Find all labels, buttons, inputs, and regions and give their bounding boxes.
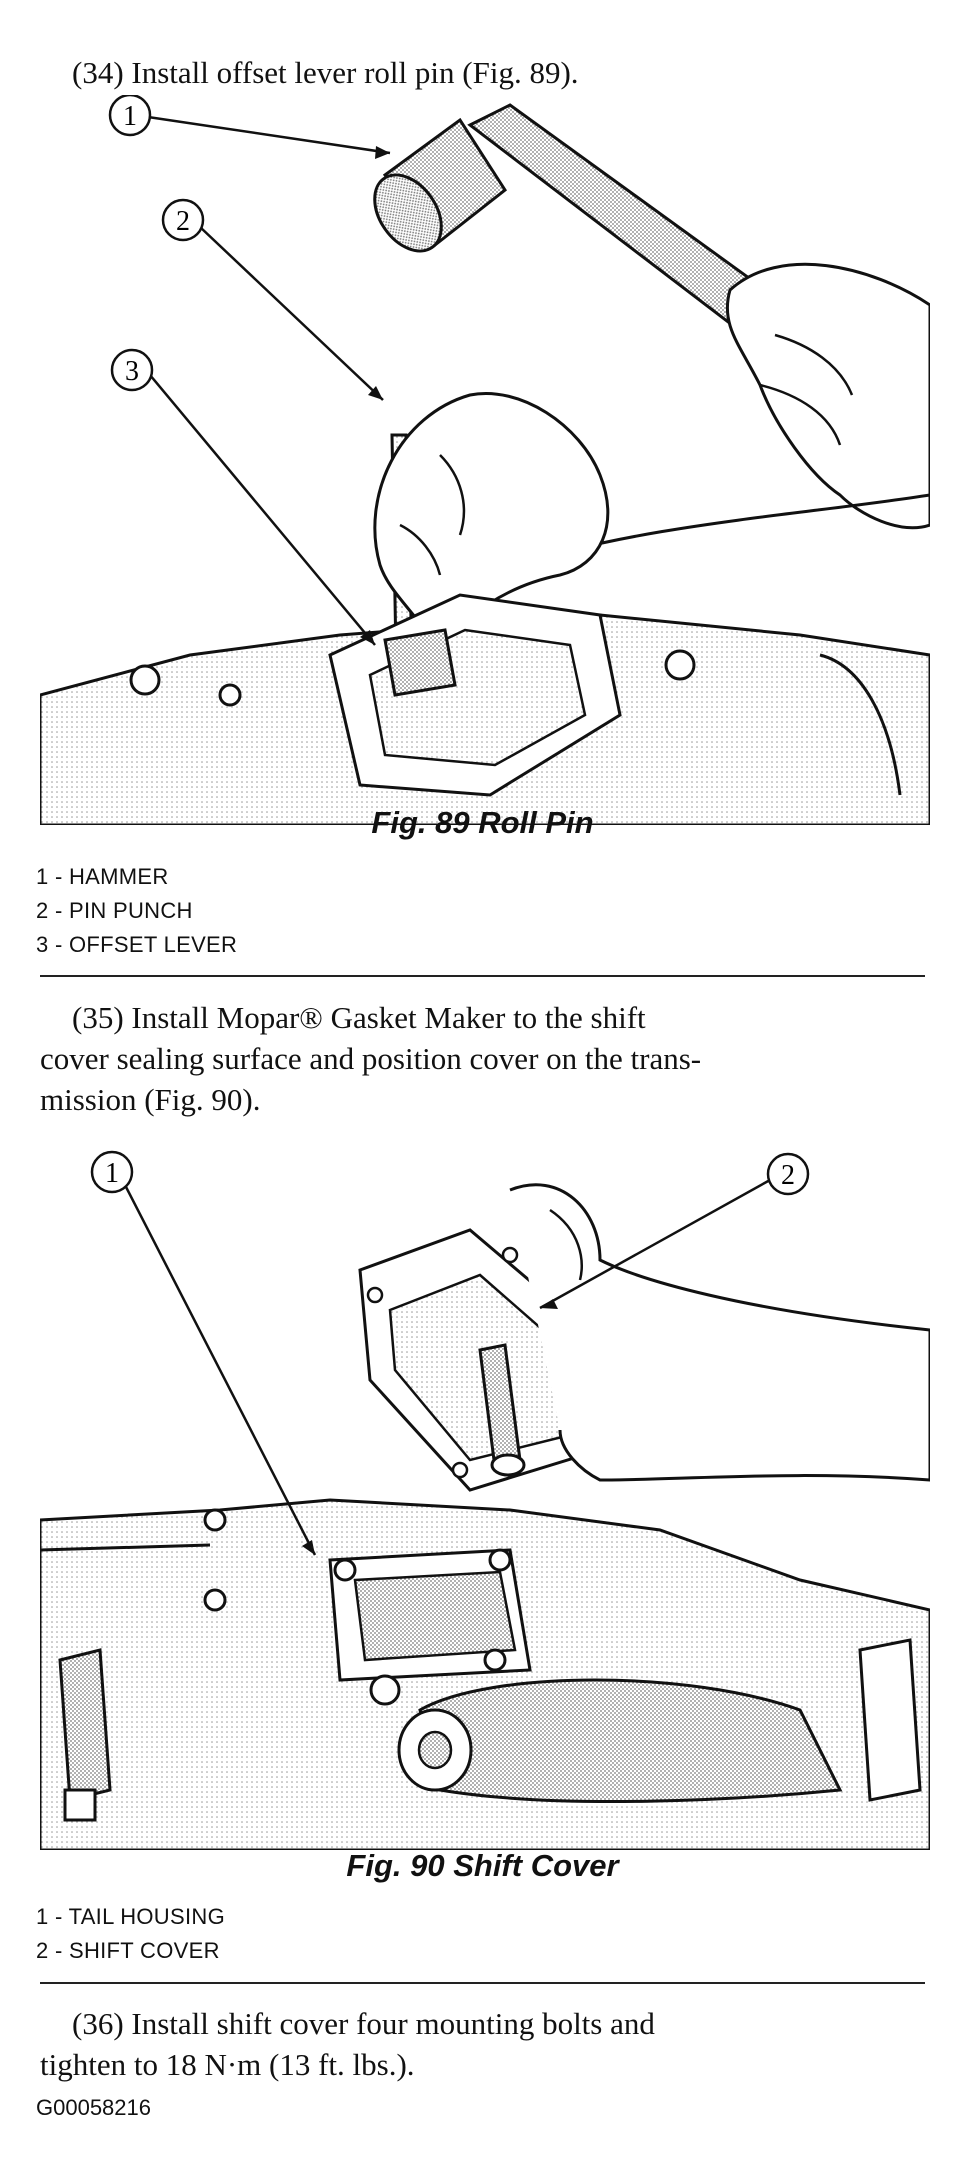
step-35-line-2: cover sealing surface and position cover…: [40, 1041, 702, 1076]
fig90-callout-1-number: 1: [105, 1158, 119, 1189]
legend-item-shift-cover: 2 - SHIFT COVER: [36, 1938, 220, 1963]
figure-89-legend: 1 - HAMMER 2 - PIN PUNCH 3 - OFFSET LEVE…: [36, 860, 237, 962]
callout-1-circle: [108, 95, 152, 137]
section-divider-2: [40, 1982, 925, 1984]
callout-3-circle: [110, 348, 154, 392]
step-36-line-2: tighten to 18 N·m (13 ft. lbs.).: [40, 2047, 415, 2082]
figure-89-caption: Fig. 89 Roll Pin: [371, 805, 594, 840]
document-id: G00058216: [36, 2095, 151, 2120]
fig90-callout-1-circle: [90, 1150, 134, 1194]
step-35-line-1: (35) Install Mopar® Gasket Maker to the …: [72, 1000, 646, 1035]
step-34-text: (34) Install offset lever roll pin (Fig.…: [72, 55, 579, 90]
legend-item-hammer: 1 - HAMMER: [36, 864, 169, 889]
fig90-callout-2-number: 2: [781, 1160, 795, 1191]
step-35-line-3: mission (Fig. 90).: [40, 1082, 261, 1117]
step-36-line-1: (36) Install shift cover four mounting b…: [72, 2006, 655, 2041]
callout-3-number: 3: [125, 356, 139, 387]
legend-item-pin-punch: 2 - PIN PUNCH: [36, 898, 193, 923]
figure-89-illustration: 1 2 3: [40, 95, 930, 825]
callout-2-circle: [161, 198, 205, 242]
step-35-text: (35) Install Mopar® Gasket Maker to the …: [40, 997, 930, 1120]
section-divider: [40, 975, 925, 977]
callout-2-number: 2: [176, 206, 190, 237]
figure-90-illustration: 1 2: [40, 1150, 930, 1850]
callout-1-number: 1: [123, 101, 137, 132]
fig90-callout-2-circle: [766, 1152, 810, 1196]
figure-90-legend: 1 - TAIL HOUSING 2 - SHIFT COVER: [36, 1900, 225, 1968]
legend-item-tail-housing: 1 - TAIL HOUSING: [36, 1904, 225, 1929]
figure-90-caption: Fig. 90 Shift Cover: [346, 1848, 619, 1883]
step-36-text: (36) Install shift cover four mounting b…: [40, 2003, 930, 2085]
legend-item-offset-lever: 3 - OFFSET LEVER: [36, 932, 238, 957]
